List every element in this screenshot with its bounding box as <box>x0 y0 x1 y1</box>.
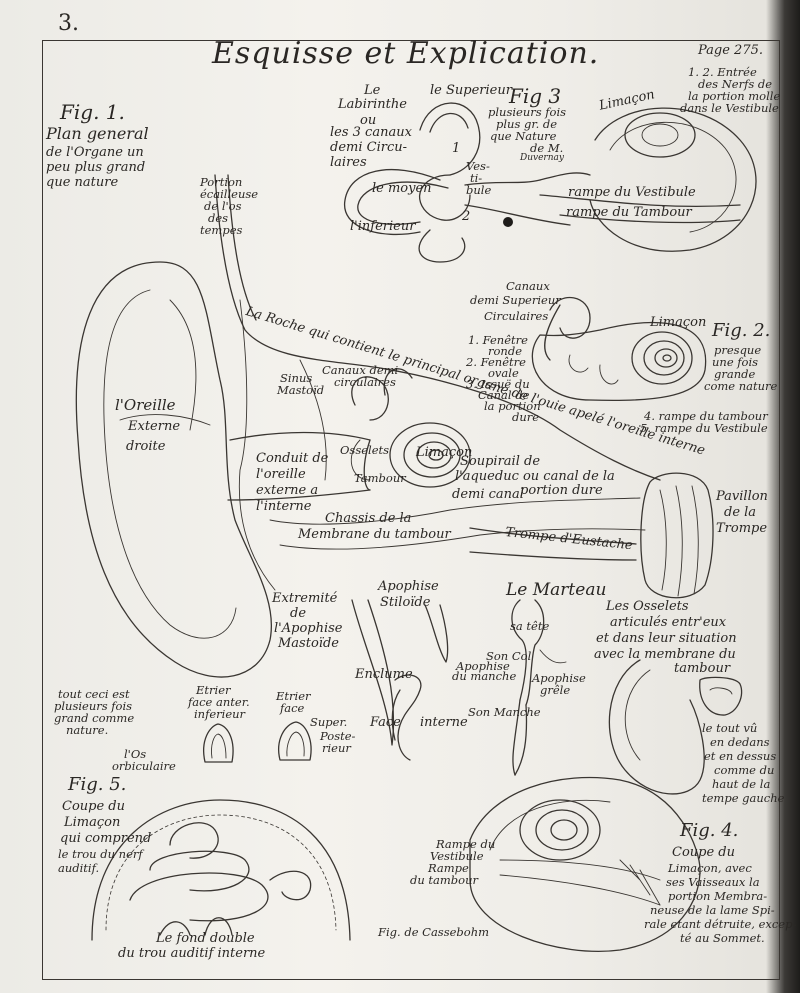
eustachian-pavilion-drawing <box>640 472 714 599</box>
fig5-cochlea-section-drawing <box>91 799 351 941</box>
fig5-title: Fig. 5. <box>68 774 127 795</box>
outer-ear-drawing <box>75 261 272 678</box>
label-inferieur: l'inferieur <box>350 219 416 234</box>
fig2-title: Fig. 2. <box>712 320 771 341</box>
stapes-drawing <box>203 721 312 763</box>
styloid-drawing <box>351 599 449 746</box>
label-limacon-fig1: Limaçon <box>416 445 473 460</box>
marteau-title: Le Marteau <box>506 580 607 600</box>
fig3-title: Fig 3 <box>509 84 562 108</box>
temporal-bone-drawing <box>214 174 661 591</box>
cochlea-fig2-drawing <box>531 296 707 402</box>
cochlea-spiral-fig1 <box>350 368 471 488</box>
enclume-face: Face <box>370 715 401 730</box>
plate-frame <box>42 40 780 980</box>
enclume-interne: interne <box>420 715 468 730</box>
label-num-2: 2 <box>462 209 471 224</box>
plate-number: 3. <box>58 11 79 36</box>
enclume-title: Enclume <box>355 667 413 682</box>
label-limacon-fig2: Limaçon <box>650 315 707 330</box>
ossicles-situation-drawing <box>608 659 743 795</box>
plate-title: Esquisse et Explication. <box>212 36 600 71</box>
scan-edge-shadow <box>766 0 800 993</box>
fig1-title: Fig. 1. <box>60 100 125 124</box>
page-number: Page 275. <box>698 43 764 58</box>
label-superieur: le Superieur <box>430 83 512 98</box>
malleus-drawing <box>511 599 567 776</box>
credit-cassebohm: Fig. de Cassebohm <box>378 925 490 939</box>
label-rampe-tambour-fig3: rampe du Tambour <box>566 205 692 220</box>
label-tambour: Tambour <box>354 471 406 485</box>
label-rampe-vestibule-fig3: rampe du Vestibule <box>568 185 696 200</box>
label-demi-canal: demi canal <box>452 487 524 502</box>
fig4-cochlea-section-drawing <box>469 776 701 952</box>
label-moyen: le moyen <box>372 181 432 196</box>
label-osselets: Osselets <box>340 443 390 457</box>
label-num-1: 1 <box>452 141 461 156</box>
fig4-title: Fig. 4. <box>680 820 739 841</box>
incus-drawing <box>391 674 422 761</box>
labyrinth-drawing <box>344 102 757 263</box>
